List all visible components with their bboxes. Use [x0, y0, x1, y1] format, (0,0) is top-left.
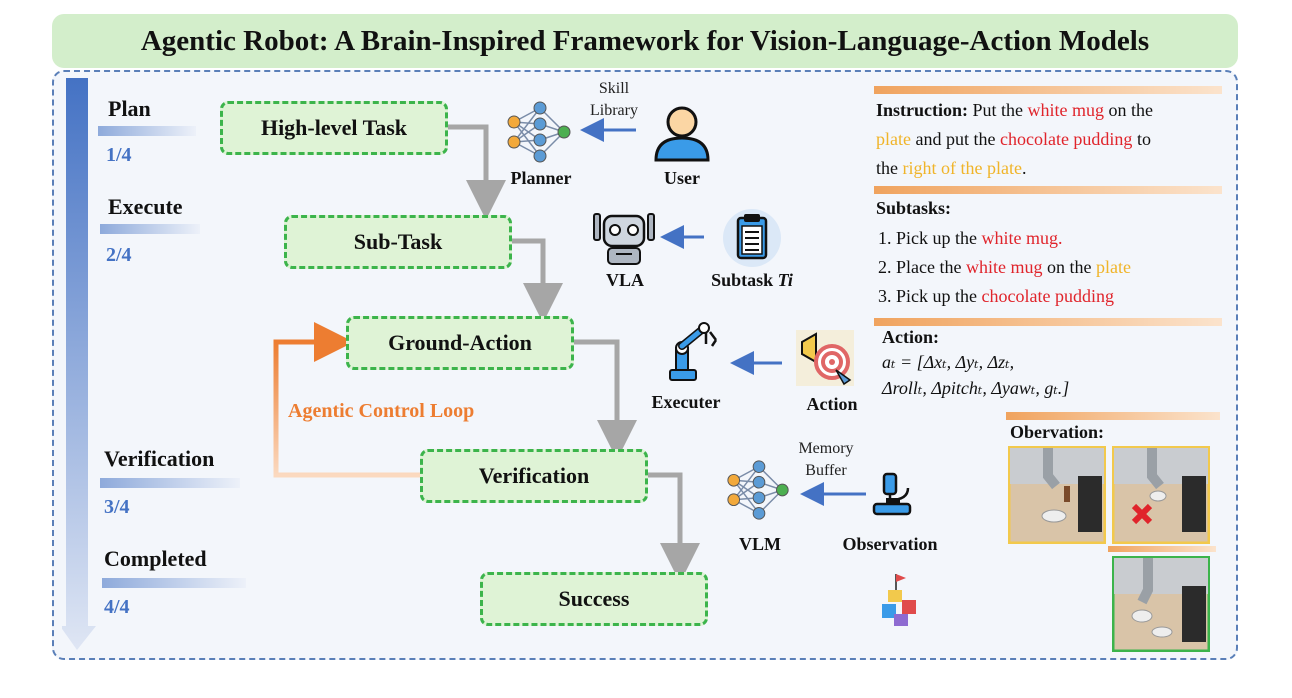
instruction-part-9: right of the plate [902, 158, 1022, 178]
subtask-label-var: Ti [777, 270, 793, 290]
stage-execute-bar [100, 224, 200, 234]
vlm-network-icon [727, 460, 789, 520]
main-panel [52, 70, 1238, 660]
node-verification: Verification [420, 449, 648, 503]
subtask-2-text: 2. Place the [878, 257, 966, 277]
action-box-label: Action: [882, 327, 939, 347]
subtask-1-text: 1. Pick up the [878, 228, 982, 248]
stage-completed-count: 4/4 [104, 596, 130, 618]
observation-image-1 [1008, 446, 1106, 544]
subtask-label-prefix: Subtask [711, 270, 778, 290]
planner-label: Planner [510, 168, 572, 188]
stage-completed-label: Completed [104, 546, 207, 571]
stage-plan-bar [98, 126, 196, 136]
blocks-icon [882, 574, 916, 626]
action-label: Action [806, 394, 858, 414]
instruction-part-7: to [1132, 129, 1151, 149]
node-ground-action: Ground-Action [346, 316, 574, 370]
instruction-label: Instruction: [876, 100, 969, 120]
action-separator [874, 318, 1222, 326]
observation-box-label: Obervation: [1010, 422, 1104, 442]
progress-arrow-icon [62, 78, 96, 650]
instruction-text: Instruction: Put the white mug on the pl… [876, 96, 1222, 183]
observation-image-3 [1112, 556, 1210, 652]
memory-buffer-line2: Buffer [805, 462, 847, 479]
subtasks-label: Subtasks: [876, 198, 952, 218]
instruction-part-5: and put the [910, 129, 1000, 149]
instruction-part-1: Put the [968, 100, 1028, 120]
stage-verification-bar [100, 478, 240, 488]
neural-network-icon [507, 101, 571, 163]
memory-buffer-line1: Memory [798, 440, 854, 457]
microscope-icon [872, 472, 912, 516]
action-formula-line2: Δrollₜ, Δpitchₜ, Δyawₜ, gₜ.] [882, 378, 1070, 398]
stage-completed-bar [102, 578, 246, 588]
subtask-2-target: plate [1095, 257, 1131, 277]
clipboard-icon [723, 209, 781, 267]
user-label: User [664, 168, 700, 188]
failure-x-icon [1131, 503, 1153, 525]
subtask-1-object: white mug. [981, 228, 1063, 248]
instruction-part-6: chocolate pudding [999, 129, 1133, 149]
subtask-item-2: 2. Place the white mug on the plate [878, 257, 1131, 278]
stage-verification-count: 3/4 [104, 496, 130, 518]
observation-3-separator [1108, 546, 1216, 552]
target-action-icon [796, 330, 854, 386]
agentic-control-loop-label: Agentic Control Loop [288, 400, 475, 422]
instruction-part-2: white mug [1027, 100, 1105, 120]
subtask-3-text: 3. Pick up the [878, 286, 982, 306]
instruction-part-3: on the [1104, 100, 1154, 120]
vlm-label: VLM [739, 534, 781, 554]
robot-arm-icon [669, 322, 718, 381]
subtask-2-object: white mug [965, 257, 1043, 277]
subtask-3-object: chocolate pudding [981, 286, 1114, 306]
skill-library-line1: Skill [598, 80, 630, 97]
instruction-part-4: plate [876, 129, 911, 149]
subtask-2-text-b: on the [1042, 257, 1096, 277]
subtask-item-3: 3. Pick up the chocolate pudding [878, 286, 1114, 307]
subtask-label: Subtask Ti [696, 270, 808, 291]
robot-icon [593, 213, 655, 265]
node-sub-task: Sub-Task [284, 215, 512, 269]
stage-execute-label: Execute [108, 194, 183, 219]
subtasks-separator [874, 186, 1222, 194]
node-high-level-task: High-level Task [220, 101, 448, 155]
stage-plan-count: 1/4 [106, 144, 132, 166]
instruction-part-8: the [876, 158, 903, 178]
page-title: Agentic Robot: A Brain-Inspired Framewor… [140, 25, 1150, 57]
action-formula-line1: aₜ = [Δxₜ, Δyₜ, Δzₜ, [882, 352, 1015, 372]
instruction-separator [874, 86, 1222, 94]
stage-execute-count: 2/4 [106, 244, 132, 266]
executer-label: Executer [651, 392, 721, 412]
observation-image-2 [1112, 446, 1210, 544]
observation-separator [1006, 412, 1220, 420]
user-icon [654, 106, 710, 162]
node-success: Success [480, 572, 708, 626]
vla-label: VLA [605, 270, 644, 290]
stage-plan-label: Plan [108, 96, 151, 121]
subtask-item-1: 1. Pick up the white mug. [878, 228, 1063, 249]
stage-verification-label: Verification [104, 446, 215, 471]
observation-label: Observation [842, 534, 938, 554]
skill-library-line2: Library [590, 102, 638, 119]
instruction-part-10: . [1021, 158, 1027, 178]
title-banner [52, 14, 1238, 68]
